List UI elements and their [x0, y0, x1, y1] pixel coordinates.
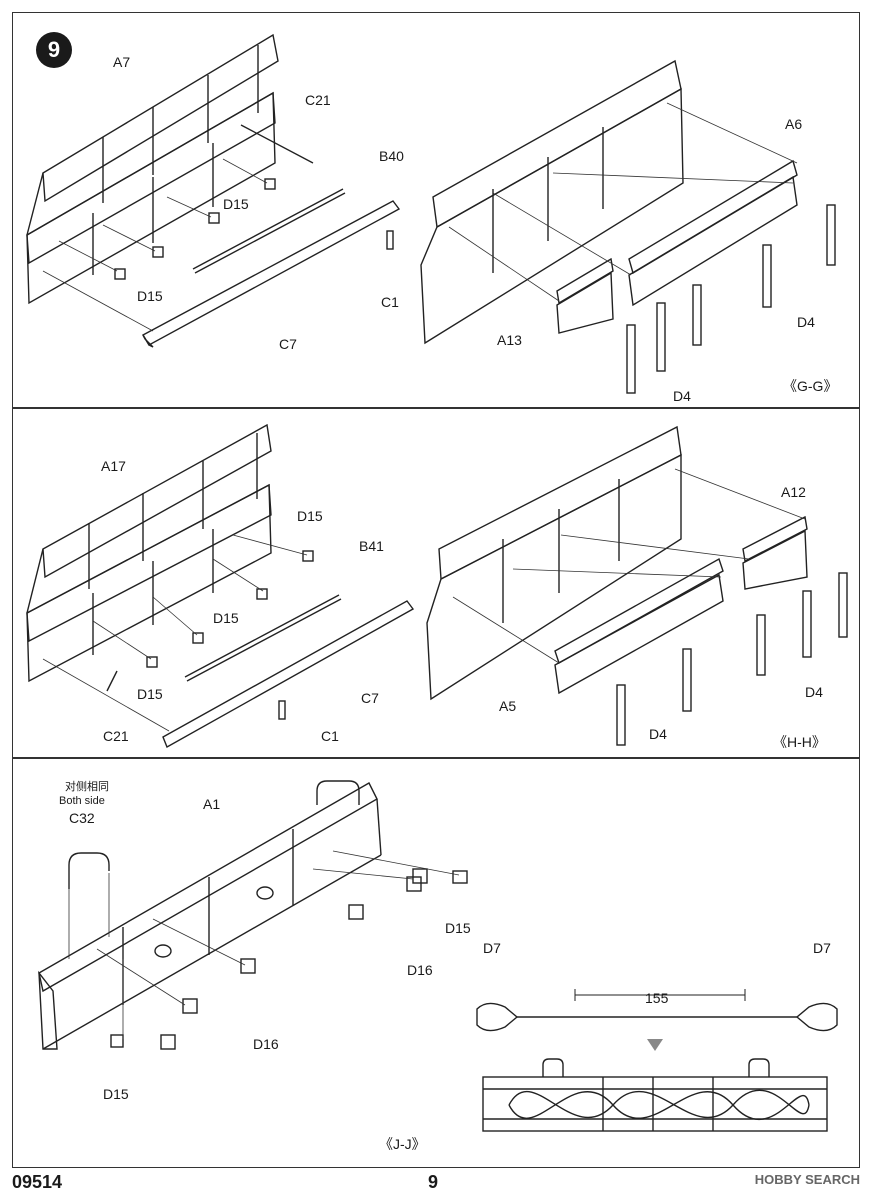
part-label-a7: A7	[113, 54, 131, 70]
part-label-b40: B40	[379, 148, 404, 164]
part-label-d15: D15	[137, 686, 163, 702]
part-label-d15: D15	[103, 1086, 129, 1102]
part-label-c1: C1	[381, 294, 399, 310]
part-label-a6: A6	[785, 116, 803, 132]
part-label-d15: D15	[223, 196, 249, 212]
part-label-d4: D4	[649, 726, 667, 742]
note-both-side-cn: 对侧相同	[65, 781, 109, 793]
part-label-d16: D16	[253, 1036, 279, 1052]
watermark-text: HOBBY SEARCH	[754, 1172, 860, 1187]
part-label-c32: C32	[69, 810, 95, 826]
instruction-panel-h-h: A17 D15 B41 D15 D15 C21 C7 C1 A12 A5 D4 …	[12, 408, 860, 758]
assembly-drawing-h-h	[26, 423, 848, 749]
part-label-d15: D15	[213, 610, 239, 626]
part-label-a17: A17	[101, 458, 126, 474]
view-label-h-h: 《H-H》	[773, 734, 826, 750]
note-both-side: Both side	[59, 795, 105, 807]
part-label-d4: D4	[673, 388, 691, 404]
part-label-c21: C21	[305, 92, 331, 108]
part-label-c1: C1	[321, 728, 339, 744]
part-label-c7: C7	[279, 336, 297, 352]
view-label-j-j: 《J-J》	[379, 1136, 426, 1152]
part-label-a13: A13	[497, 332, 522, 348]
part-label-d7: D7	[813, 940, 831, 956]
part-label-d15: D15	[297, 508, 323, 524]
instruction-panel-j-j: 对侧相同 Both side C32 A1 D15 D16 D16 D15 D7…	[12, 758, 860, 1168]
step-number-badge: 9	[36, 32, 72, 68]
dimension-label: 155	[645, 990, 669, 1006]
page-number: 9	[428, 1172, 439, 1192]
part-label-a1: A1	[203, 796, 221, 812]
part-label-a5: A5	[499, 698, 517, 714]
part-label-a12: A12	[781, 484, 806, 500]
product-code: 09514	[12, 1172, 63, 1192]
part-label-d15: D15	[445, 920, 471, 936]
part-label-c21: C21	[103, 728, 129, 744]
part-label-d16: D16	[407, 962, 433, 978]
part-label-d7: D7	[483, 940, 501, 956]
part-label-c7: C7	[361, 690, 379, 706]
part-label-b41: B41	[359, 538, 384, 554]
assembly-drawing-j-j	[38, 780, 838, 1132]
part-label-d4: D4	[805, 684, 823, 700]
instruction-panel-g-g: A7 C21 B40 D15 D15 C1 C7 A6 A13 D4 D4 《G…	[12, 12, 860, 408]
part-label-d15: D15	[137, 288, 163, 304]
view-label-g-g: 《G-G》	[783, 378, 838, 394]
assembly-drawing-g-g	[26, 33, 836, 394]
part-label-d4: D4	[797, 314, 815, 330]
